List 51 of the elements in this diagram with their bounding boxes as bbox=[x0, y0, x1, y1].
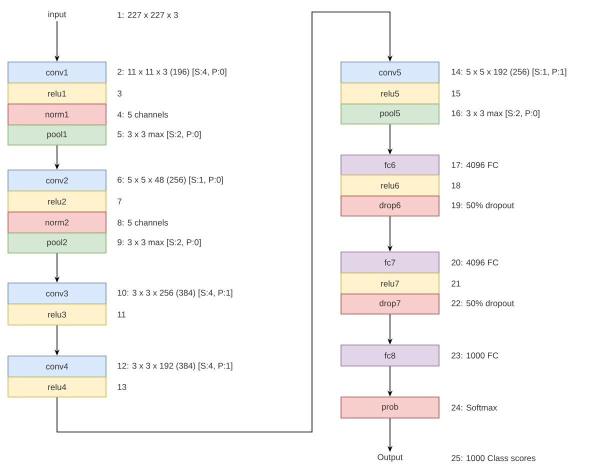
layer-description: 1: 227 x 227 x 3 bbox=[118, 12, 178, 18]
layer-description: 8: 5 channels bbox=[118, 219, 168, 226]
layer-description: 20: 4096 FC bbox=[452, 260, 498, 266]
layer-box: fc7 bbox=[340, 252, 440, 274]
layer-description: 7 bbox=[118, 198, 122, 204]
layer-box: relu6 bbox=[340, 174, 440, 196]
layer-description: 24: Softmax bbox=[452, 404, 498, 411]
layer-description: 16: 3 x 3 max [S:2, P:0] bbox=[452, 110, 540, 118]
layer-description: 15 bbox=[452, 90, 460, 96]
layer-box: conv4 bbox=[8, 356, 106, 378]
layer-description: 17: 4096 FC bbox=[452, 162, 498, 168]
layer-box: norm1 bbox=[8, 104, 106, 126]
layer-description: 12: 3 x 3 x 192 (384) [S:4, P:1] bbox=[118, 362, 232, 370]
layer-box: relu2 bbox=[8, 190, 106, 212]
layer-box: relu4 bbox=[8, 376, 106, 398]
layer-box: relu7 bbox=[340, 272, 440, 294]
layer-box: relu1 bbox=[8, 82, 106, 104]
layer-box: conv2 bbox=[8, 170, 106, 192]
layer-description: 21 bbox=[452, 280, 460, 286]
layer-box: relu3 bbox=[8, 304, 106, 326]
layer-description: 5: 3 x 3 max [S:2, P:0] bbox=[118, 131, 201, 139]
layer-description: 6: 5 x 5 x 48 (256) [S:1, P:0] bbox=[118, 176, 223, 184]
layer-box: pool5 bbox=[340, 104, 440, 124]
layer-description: 3 bbox=[118, 90, 122, 96]
layer-description: 4: 5 channels bbox=[117, 111, 168, 118]
layer-box: fc6 bbox=[340, 154, 440, 176]
layer-description: 19: 50% dropout bbox=[452, 202, 514, 210]
layer-description: 11 bbox=[118, 312, 126, 318]
terminal-label: Output bbox=[378, 454, 403, 462]
layer-box: conv1 bbox=[8, 62, 106, 84]
layer-box: conv5 bbox=[340, 62, 440, 84]
layer-box: relu5 bbox=[340, 82, 440, 104]
layer-box: fc8 bbox=[340, 344, 440, 366]
layer-box: drop6 bbox=[340, 196, 440, 216]
layer-box: norm2 bbox=[8, 212, 106, 234]
layer-box: prob bbox=[340, 396, 440, 418]
layer-description: 10: 3 x 3 x 256 (384) [S:4, P:1] bbox=[118, 290, 232, 298]
layer-box: drop7 bbox=[340, 294, 440, 314]
layer-description: 22: 50% dropout bbox=[452, 300, 514, 308]
layer-description: 9: 3 x 3 max [S:2, P:0] bbox=[118, 239, 201, 247]
layer-description: 23: 1000 FC bbox=[452, 352, 498, 358]
layer-description: 13 bbox=[118, 384, 126, 390]
arrow bbox=[56, 12, 393, 432]
layer-description: 2: 11 x 11 x 3 (196) [S:4, P:0] bbox=[118, 68, 226, 76]
layer-box: conv3 bbox=[8, 282, 106, 304]
layer-box: pool2 bbox=[8, 232, 106, 254]
layer-description: 14: 5 x 5 x 192 (256) [S:1, P:1] bbox=[452, 68, 566, 76]
layer-description: 18 bbox=[452, 182, 460, 188]
layer-description: 25: 1000 Class scores bbox=[452, 454, 536, 462]
terminal-label: input bbox=[48, 11, 66, 19]
layer-box: pool1 bbox=[8, 124, 106, 146]
